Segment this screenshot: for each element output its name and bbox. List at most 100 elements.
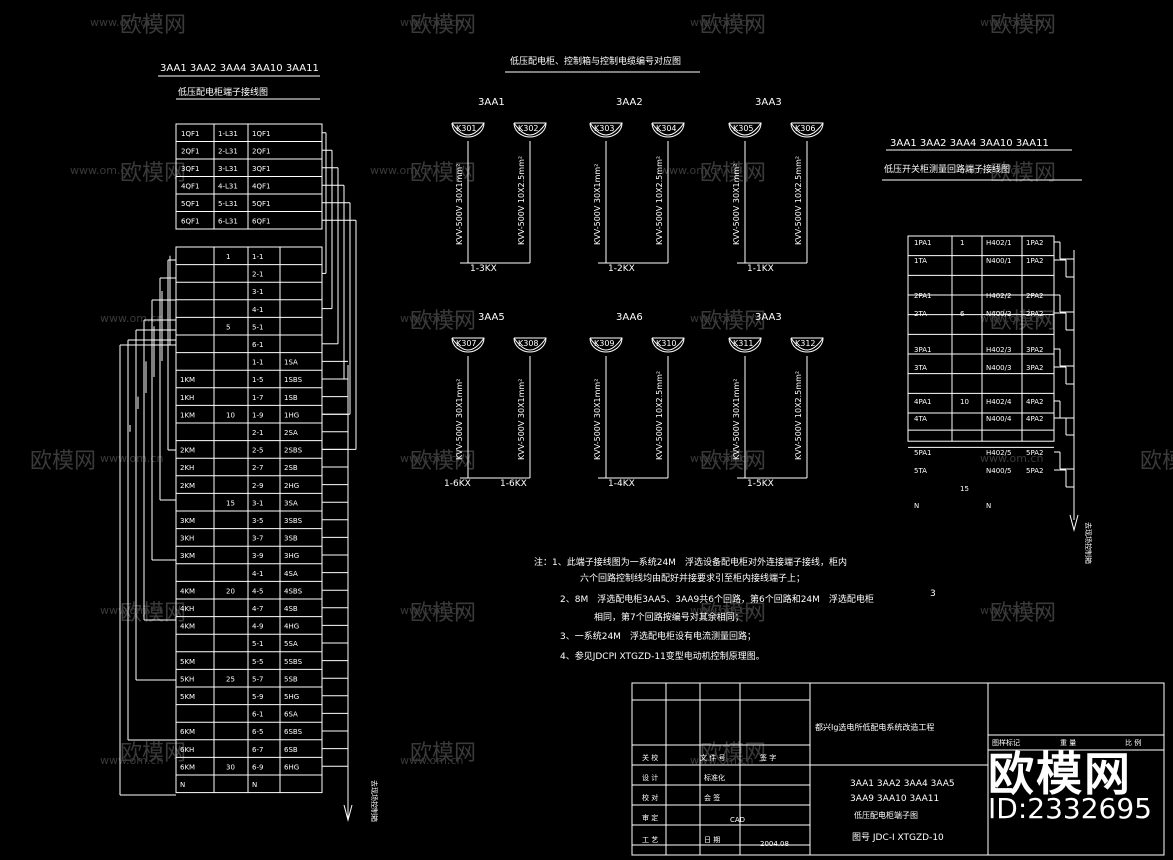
terminal-cell: 5SA xyxy=(284,640,298,648)
terminal-cell: H402/2 xyxy=(986,292,1011,300)
left-side-note: 去现场控制箱 xyxy=(370,780,379,822)
terminal-cell: 3SBS xyxy=(284,517,303,525)
terminal-cell: 5KM xyxy=(180,658,195,666)
terminal-cell: 2SA xyxy=(284,429,298,437)
terminal-cell: 2KM xyxy=(180,482,195,490)
terminal-cell: 3TA xyxy=(914,364,927,372)
terminal-cell: 2PA2 xyxy=(1026,292,1043,300)
title-block-label: 会 签 xyxy=(704,793,720,802)
terminal-cell: 1KM xyxy=(180,411,195,419)
cable-terminal-cap xyxy=(451,122,485,138)
terminal-cell: 3PA2 xyxy=(1026,346,1043,354)
watermark-text: 欧模网 xyxy=(700,161,766,186)
terminal-cell: 6-1 xyxy=(252,341,263,349)
watermark-text: 欧模网 xyxy=(410,601,476,626)
cable-spec: KVV-500V 30X1mm² xyxy=(455,379,464,460)
watermark-domain: www.om.cn xyxy=(70,164,133,177)
watermark-text: 欧模网 xyxy=(700,13,766,38)
watermark-text: 欧模网 xyxy=(1140,449,1173,474)
terminal-cell: 2-5 xyxy=(252,447,263,455)
terminal-cell: 5-1 xyxy=(252,640,263,648)
terminal-cell: 4TA xyxy=(914,415,927,423)
terminal-cell: 6-9 xyxy=(252,763,263,771)
watermark-domain: www.om.cn xyxy=(690,754,753,767)
terminal-cell: 5-7 xyxy=(252,675,263,683)
terminal-cell: 2SB xyxy=(284,464,298,472)
left-title: 低压配电柜端子接线图 xyxy=(178,86,268,98)
terminal-cell: 4QF1 xyxy=(252,183,270,191)
cable-id: K309 xyxy=(594,339,615,348)
watermark-layer: 欧模网欧模网欧模网欧模网欧模网欧模网欧模网欧模网欧模网欧模网欧模网欧模网欧模网欧… xyxy=(30,13,1173,767)
terminal-cell: 3-9 xyxy=(252,552,263,560)
terminal-cell: 5HG xyxy=(284,693,299,701)
terminal-cell: 4-7 xyxy=(252,605,263,613)
terminal-cell: H402/4 xyxy=(986,398,1012,406)
watermark-text: 欧模网 xyxy=(120,601,186,626)
cable-id: K310 xyxy=(656,339,677,348)
terminal-cell: 5SB xyxy=(284,675,298,683)
watermark-domain: www.om.cn xyxy=(400,16,463,29)
terminal-cell: 2-7 xyxy=(252,464,263,472)
terminal-cell: 5TA xyxy=(914,467,927,475)
cable-id: K303 xyxy=(594,124,615,133)
terminal-cell: 2SBS xyxy=(284,447,303,455)
cable-spec: KVV-500V 30X1mm² xyxy=(455,164,464,245)
terminal-cell: 4-1 xyxy=(252,306,263,314)
right-side-note: 去现场控制箱 xyxy=(1084,522,1093,564)
cable-spec: KVV-500V 10X2.5mm² xyxy=(655,371,664,460)
cable-id: K304 xyxy=(656,124,677,133)
cable-terminal-cap xyxy=(451,337,485,351)
cable-spec: KVV-500V 10X2.5mm² xyxy=(794,371,803,460)
drawing-title-line: 3AA1 3AA2 3AA4 3AA5 xyxy=(850,779,955,789)
terminal-cell: 5PA1 xyxy=(914,449,931,457)
cable-terminal-cap xyxy=(513,122,547,138)
watermark-text: 欧模网 xyxy=(990,309,1056,334)
watermark-domain: www.om.cn xyxy=(370,164,433,177)
watermark-domain: www.om.cn xyxy=(90,16,153,29)
terminal-cell: 4PA2 xyxy=(1026,415,1043,423)
terminal-cell: 6-7 xyxy=(252,746,263,754)
terminal-cell: 6-L31 xyxy=(218,218,238,226)
cable-terminal-cap xyxy=(651,337,685,351)
terminal-cell: 4SB xyxy=(284,605,298,613)
terminal-cell: 2HG xyxy=(284,482,299,490)
cable-spec: KVV-500V 30X1mm² xyxy=(732,379,741,460)
terminal-cell: 6SBS xyxy=(284,728,303,736)
terminal-cell: 4HG xyxy=(284,623,299,631)
terminal-cell: 5KM xyxy=(180,693,195,701)
watermark-domain: www.om.cn xyxy=(690,604,753,617)
cable-terminal-cap xyxy=(451,122,485,136)
terminal-cell: 1-1 xyxy=(252,253,263,261)
cable-group-name: 3AA6 xyxy=(616,312,643,323)
cable-group-name: 3AA1 xyxy=(478,97,505,108)
watermark-domain: www.om.cn xyxy=(960,164,1023,177)
title-block-label: 文 件 号 xyxy=(700,753,725,762)
terminal-cell: 2KM xyxy=(180,447,195,455)
terminal-cell: 1SBS xyxy=(284,376,303,384)
terminal-cell: 5KH xyxy=(180,675,194,683)
terminal-cell: 3KM xyxy=(180,517,195,525)
terminal-cell: 1-9 xyxy=(252,411,263,419)
watermark-text: 欧模网 xyxy=(700,601,766,626)
cable-id: K302 xyxy=(518,124,539,133)
title-block-label: 工 艺 xyxy=(642,836,658,844)
watermark-text: 欧模网 xyxy=(410,449,476,474)
title-block-frame xyxy=(631,682,1165,856)
terminal-cell: 3PA1 xyxy=(914,346,931,354)
cable-terminal-cap xyxy=(790,337,824,353)
terminal-cell: 6KH xyxy=(180,746,194,754)
terminal-cell: 3-7 xyxy=(252,535,263,543)
terminal-cell: 3-L31 xyxy=(218,165,238,173)
terminal-cell: 5-1 xyxy=(252,323,263,331)
terminal-cell: 10 xyxy=(226,411,235,419)
terminal-cell: H402/1 xyxy=(986,239,1011,247)
cable-terminal-cap xyxy=(513,122,547,136)
watermark-domain: www.om.cn xyxy=(400,754,463,767)
terminal-cell: N xyxy=(252,781,257,789)
terminal-cell: N xyxy=(986,502,991,510)
terminal-cell: 6KM xyxy=(180,763,195,771)
